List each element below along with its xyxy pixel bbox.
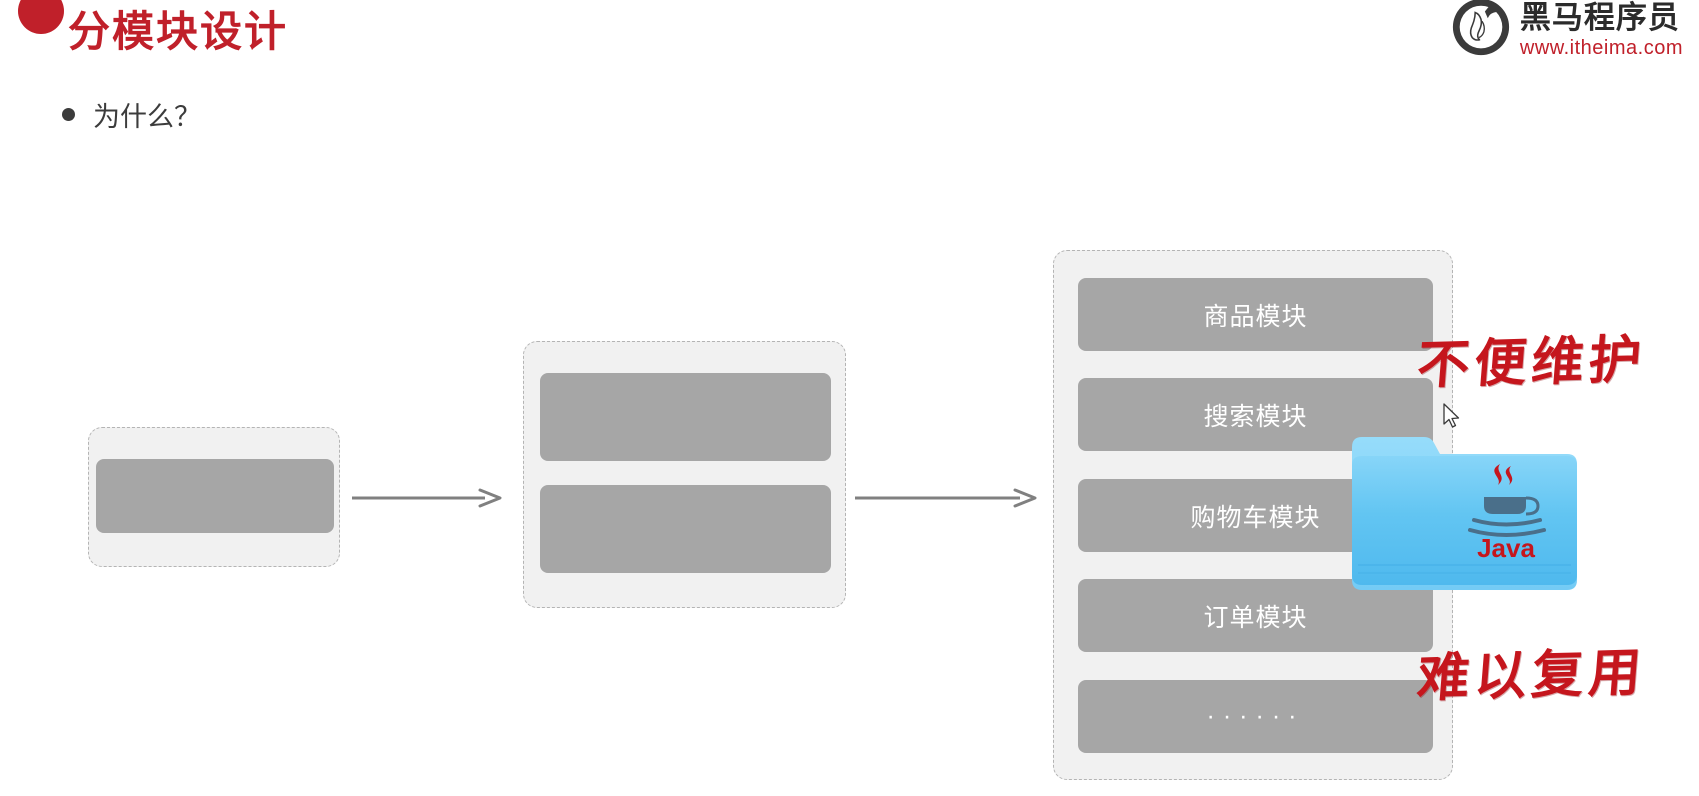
stage-2-module-1	[540, 485, 831, 573]
stage-3-module-0: 商品模块	[1078, 278, 1433, 351]
stage-2-module-0	[540, 373, 831, 461]
bullet-text: 为什么？	[93, 102, 201, 132]
stage-1-module-0	[96, 459, 334, 533]
stage-3-module-3: 订单模块	[1078, 579, 1433, 652]
java-folder-icon: Java	[1352, 437, 1577, 590]
page-title: 分模块设计	[68, 8, 289, 55]
stage-2-container	[523, 341, 846, 608]
stage-3-module-4: ······	[1078, 680, 1433, 753]
bullet-dot-icon	[62, 108, 75, 121]
flow-arrow-2-icon	[855, 488, 1037, 508]
mouse-pointer-icon	[1443, 403, 1460, 428]
brand-logo: 黑马程序员 www.itheima.com	[1450, 0, 1683, 58]
stage-1-container	[88, 427, 340, 567]
itheima-horse-logo-icon	[1452, 0, 1509, 56]
logo-brand-name: 黑马程序员	[1519, 0, 1680, 35]
annotation-not-maintainable: 不便维护	[1414, 329, 1649, 396]
flow-arrow-1-icon	[352, 488, 502, 508]
logo-url: www.itheima.com	[1519, 37, 1683, 59]
content-bullet-row: 为什么？	[62, 95, 201, 134]
annotation-hard-to-reuse: 难以复用	[1414, 642, 1649, 709]
java-folder-label: Java	[1477, 533, 1535, 563]
